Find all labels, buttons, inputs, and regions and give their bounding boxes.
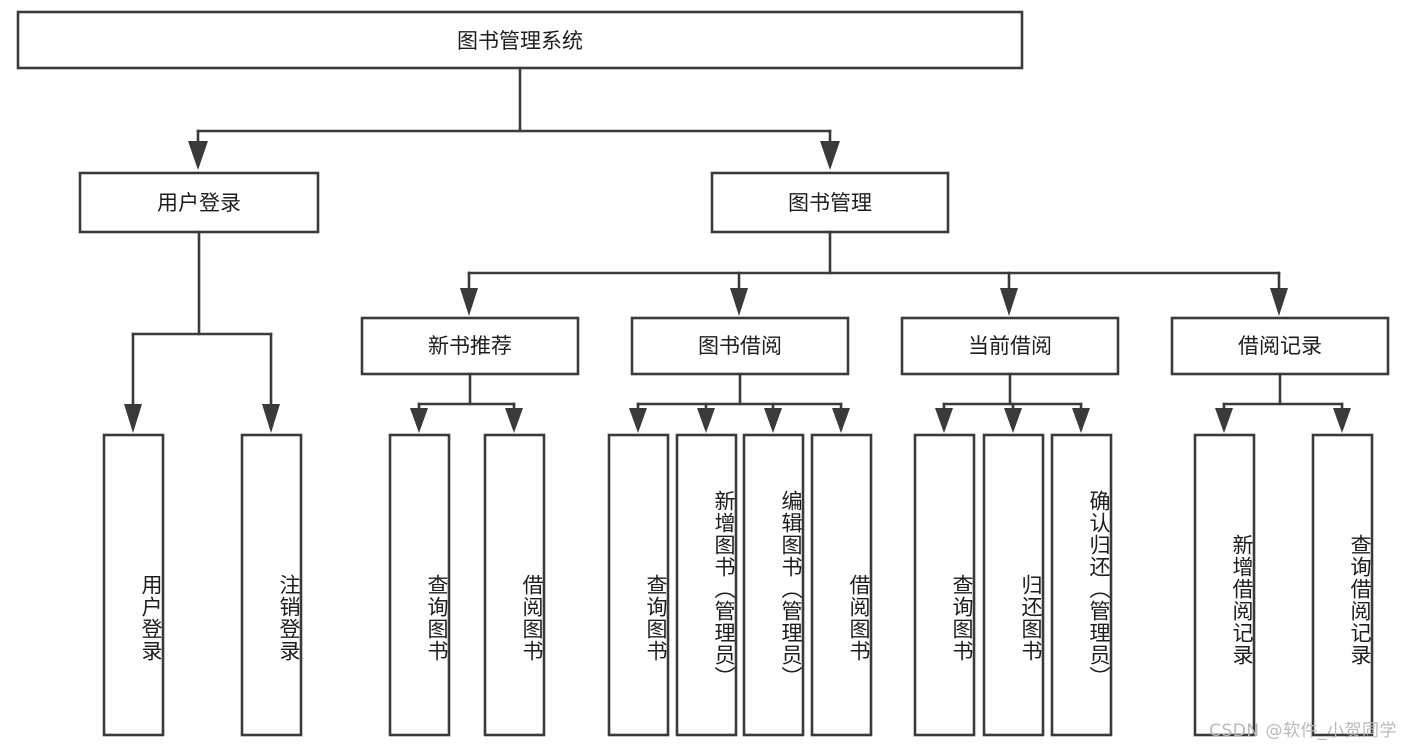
node-leaf-query-book-1-box[interactable]: [388, 433, 451, 737]
arrow-to-leaf-return-book: [1004, 408, 1022, 433]
arrow-to-borrow-record: [1270, 288, 1288, 316]
node-user-login-label: 用户登录: [157, 191, 241, 215]
arrow-to-leaf-add-record: [1215, 408, 1233, 433]
node-root-label: 图书管理系统: [457, 29, 583, 53]
node-borrow-record-box[interactable]: [1170, 316, 1390, 376]
node-leaf-query-record-box[interactable]: [1311, 433, 1374, 737]
arrow-to-current-borrow: [1000, 288, 1018, 316]
node-leaf-edit-book-box[interactable]: [742, 433, 805, 737]
arrow-to-leaf-logout: [262, 404, 280, 433]
node-new-book-recommend-box[interactable]: [360, 316, 580, 376]
arrow-to-leaf-query-book-2: [629, 408, 647, 433]
arrow-root-to-user-login: [188, 141, 208, 170]
node-new-book-recommend-label: 新书推荐: [428, 334, 512, 358]
arrow-to-leaf-confirm-return: [1072, 408, 1090, 433]
node-current-borrow-box[interactable]: [900, 316, 1120, 376]
csdn-watermark: CSDN @软件_小贺同学: [1209, 721, 1397, 741]
node-leaf-confirm-return-box[interactable]: [1050, 433, 1113, 737]
arrow-to-leaf-query-book-1: [410, 408, 428, 433]
node-book-management-box[interactable]: [710, 171, 950, 234]
node-leaf-user-login-box[interactable]: [102, 433, 165, 737]
arrow-root-to-book-management: [820, 141, 840, 170]
node-book-management-label: 图书管理: [788, 191, 872, 215]
arrow-to-leaf-borrow-book-1: [505, 408, 523, 433]
node-book-borrow-box[interactable]: [630, 316, 850, 376]
node-leaf-add-record-box[interactable]: [1193, 433, 1256, 737]
arrow-to-new-book-recommend: [460, 288, 478, 316]
arrow-to-leaf-query-record: [1333, 408, 1351, 433]
node-current-borrow-label: 当前借阅: [968, 334, 1052, 358]
node-root-box[interactable]: [16, 10, 1024, 70]
node-leaf-return-book-box[interactable]: [982, 433, 1045, 737]
node-borrow-record-label: 借阅记录: [1238, 334, 1322, 358]
arrow-to-book-borrow: [730, 288, 748, 316]
node-leaf-query-book-2-box[interactable]: [607, 433, 670, 737]
arrow-to-leaf-user-login: [124, 404, 142, 433]
node-leaf-logout-box[interactable]: [240, 433, 303, 737]
arrow-to-leaf-edit-book: [764, 408, 782, 433]
node-leaf-add-book-box[interactable]: [675, 433, 738, 737]
node-leaf-borrow-book-2-box[interactable]: [810, 433, 873, 737]
node-leaf-borrow-book-1-box[interactable]: [483, 433, 546, 737]
node-book-borrow-label: 图书借阅: [698, 334, 782, 358]
node-leaf-query-book-3-box[interactable]: [913, 433, 976, 737]
arrow-to-leaf-add-book: [697, 408, 715, 433]
arrow-to-leaf-borrow-book-2: [832, 408, 850, 433]
arrow-to-leaf-query-book-3: [935, 408, 953, 433]
